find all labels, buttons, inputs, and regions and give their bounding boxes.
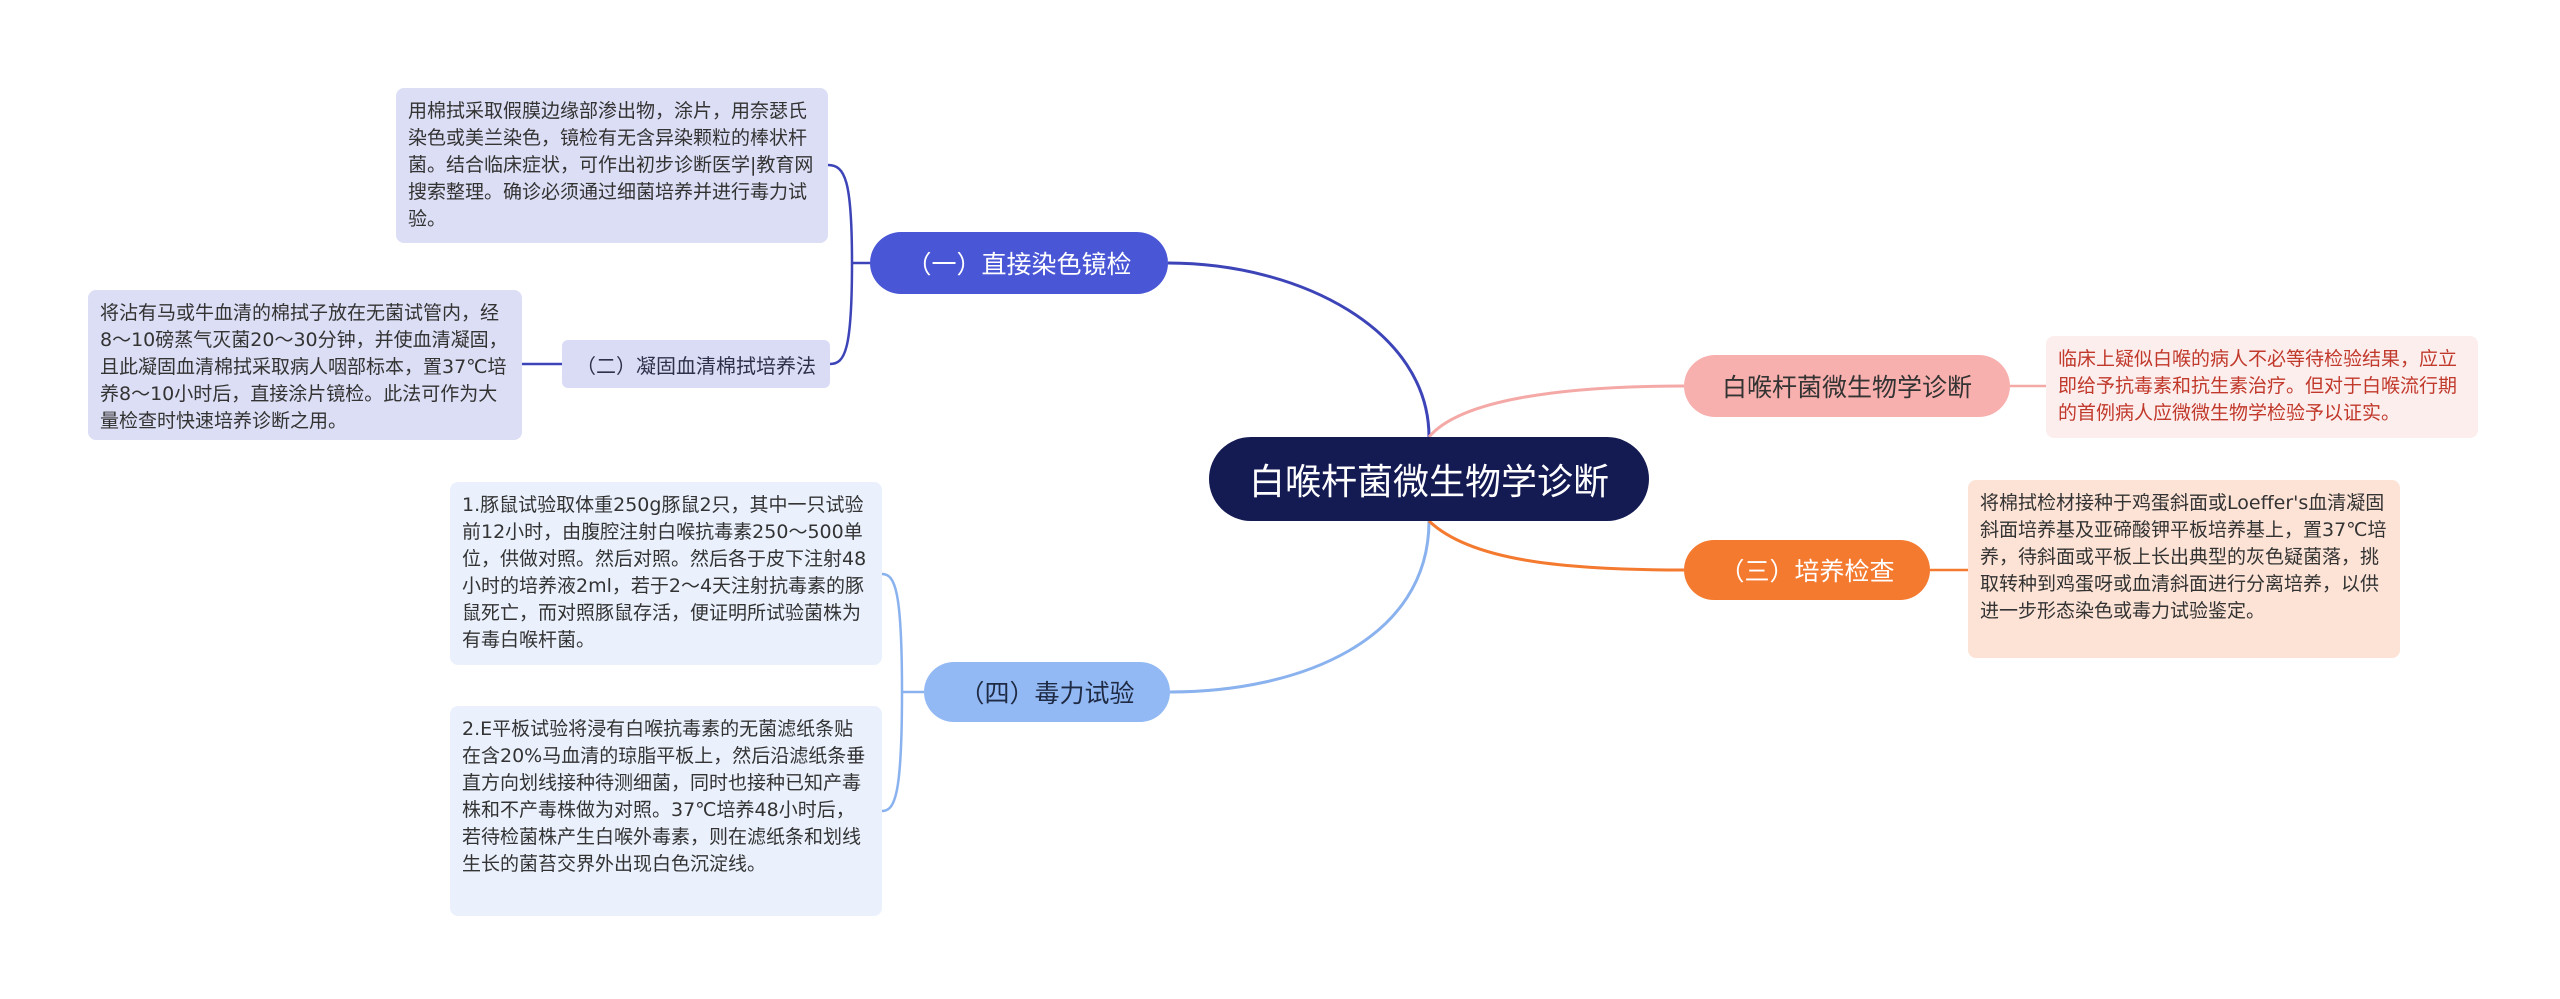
note-culture[interactable]: 将棉拭检材接种于鸡蛋斜面或Loeffer's血清凝固斜面培养基及亚碲酸钾平板培养…	[1968, 480, 2400, 658]
note-direct-stain[interactable]: 用棉拭采取假膜边缘部渗出物，涂片，用奈瑟氏染色或美兰染色，镜检有无含异染颗粒的棒…	[396, 88, 828, 243]
branch-coag-serum[interactable]: （二）凝固血清棉拭培养法	[562, 340, 830, 388]
link-root-toxicity	[1169, 520, 1431, 694]
note-toxicity-guinea-pig[interactable]: 1.豚鼠试验取体重250g豚鼠2只，其中一只试验前12小时，由腹腔注射白喉抗毒素…	[450, 482, 882, 665]
link-root-micro-diag	[1427, 384, 1685, 438]
branch-micro-diagnosis[interactable]: 白喉杆菌微生物学诊断	[1684, 355, 2010, 417]
branch-direct-stain[interactable]: （一）直接染色镜检	[870, 232, 1168, 294]
note-coag-serum[interactable]: 将沾有马或牛血清的棉拭子放在无菌试管内，经8～10磅蒸气灭菌20～30分钟，并使…	[88, 290, 522, 440]
link-to-note-tox2	[881, 691, 904, 813]
link-root-direct-stain	[1167, 261, 1431, 438]
branch-culture[interactable]: （三）培养检查	[1684, 540, 1930, 600]
link-to-note-direct-stain	[827, 163, 854, 264]
link-root-culture	[1427, 519, 1685, 572]
note-micro-diagnosis[interactable]: 临床上疑似白喉的病人不必等待检验结果，应立即给予抗毒素和抗生素治疗。但对于白喉流…	[2046, 336, 2478, 438]
link-to-note-tox1	[881, 572, 904, 693]
link-to-coag-serum	[829, 262, 854, 366]
note-toxicity-elek-plate[interactable]: 2.E平板试验将浸有白喉抗毒素的无菌滤纸条贴在含20%马血清的琼脂平板上，然后沿…	[450, 706, 882, 916]
branch-toxicity-test[interactable]: （四）毒力试验	[924, 662, 1170, 722]
root-topic[interactable]: 白喉杆菌微生物学诊断	[1209, 437, 1649, 521]
